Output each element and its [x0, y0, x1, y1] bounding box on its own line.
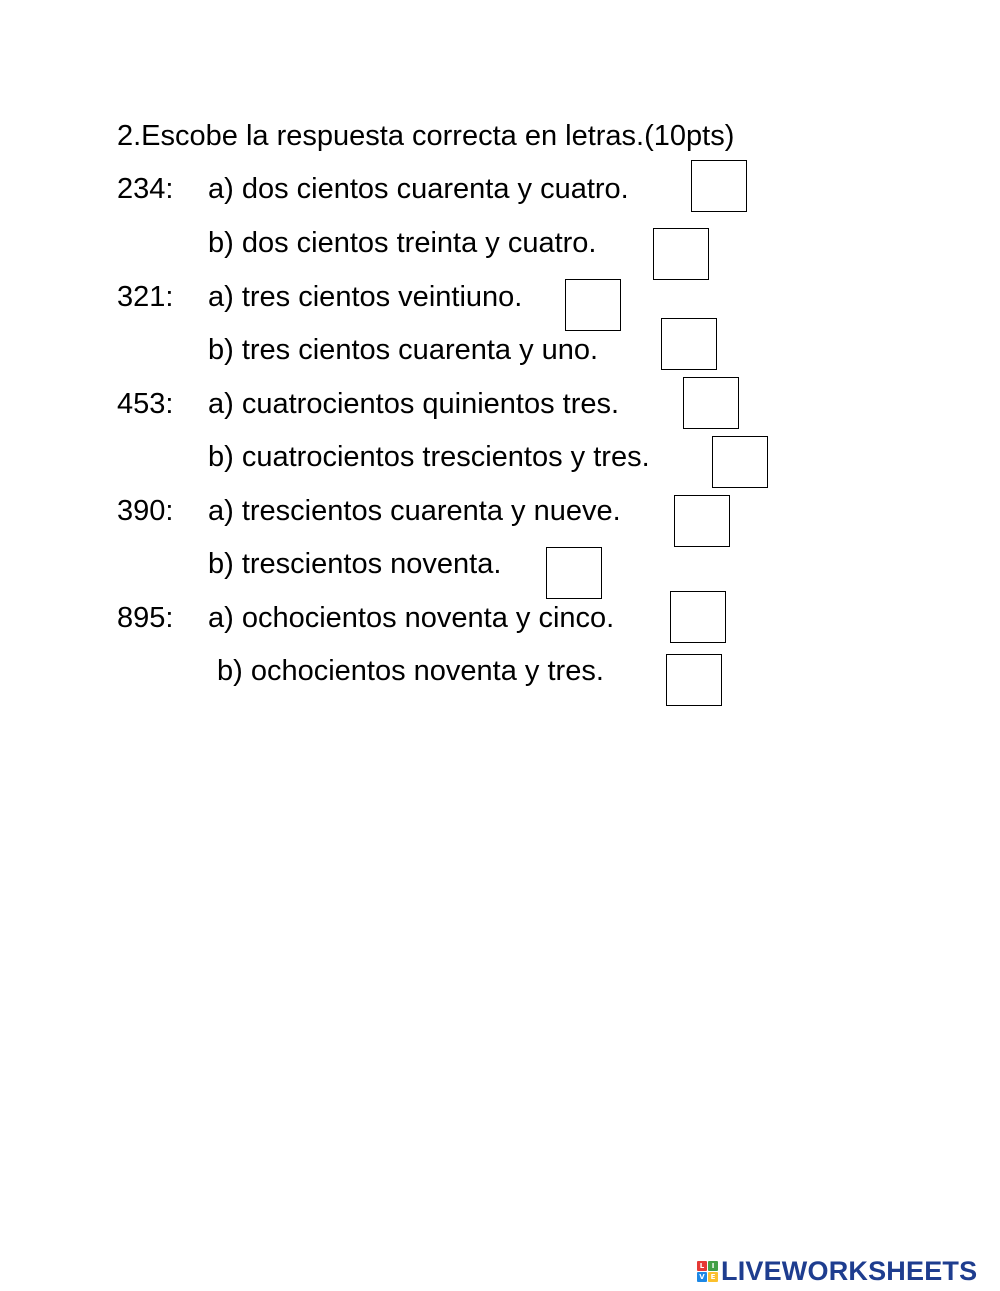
logo-tile: V	[697, 1271, 707, 1282]
liveworksheets-logo-icon: L I V E	[697, 1260, 718, 1282]
logo-tile: L	[697, 1260, 707, 1271]
answer-checkbox[interactable]	[691, 160, 747, 212]
answer-checkbox[interactable]	[666, 654, 722, 706]
option-label: a) tres cientos veintiuno.	[208, 281, 523, 313]
logo-tile: I	[708, 1260, 718, 1271]
answer-checkbox[interactable]	[653, 228, 709, 280]
answer-checkbox[interactable]	[670, 591, 726, 643]
option-label: b) ochocientos noventa y tres.	[217, 655, 604, 687]
question-number: 234:	[117, 173, 174, 205]
answer-checkbox[interactable]	[565, 279, 621, 331]
question-number: 453:	[117, 388, 174, 420]
question-number: 321:	[117, 281, 174, 313]
option-label: b) cuatrocientos trescientos y tres.	[208, 441, 650, 473]
answer-checkbox[interactable]	[661, 318, 717, 370]
option-label: a) cuatrocientos quinientos tres.	[208, 388, 620, 420]
option-label: a) ochocientos noventa y cinco.	[208, 602, 615, 634]
option-label: a) dos cientos cuarenta y cuatro.	[208, 173, 629, 205]
exercise-title: 2.Escobe la respuesta correcta en letras…	[117, 120, 735, 152]
answer-checkbox[interactable]	[712, 436, 768, 488]
option-label: b) tres cientos cuarenta y uno.	[208, 334, 599, 366]
answer-checkbox[interactable]	[683, 377, 739, 429]
logo-tile: E	[708, 1271, 718, 1282]
question-number: 895:	[117, 602, 174, 634]
question-number: 390:	[117, 495, 174, 527]
option-label: b) trescientos noventa.	[208, 548, 502, 580]
answer-checkbox[interactable]	[546, 547, 602, 599]
liveworksheets-logo: L I V E LIVEWORKSHEETS	[697, 1254, 977, 1288]
answer-checkbox[interactable]	[674, 495, 730, 547]
brand-name: LIVEWORKSHEETS	[721, 1255, 978, 1286]
option-label: b) dos cientos treinta y cuatro.	[208, 227, 597, 259]
option-label: a) trescientos cuarenta y nueve.	[208, 495, 621, 527]
